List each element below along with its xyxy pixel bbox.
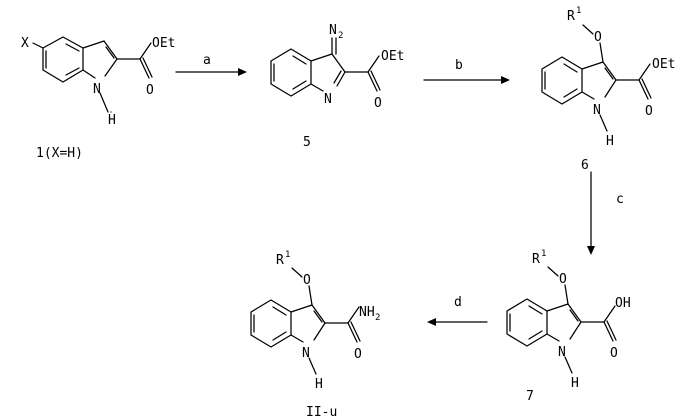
- compound-1-x-atom: X: [21, 36, 29, 51]
- arrow-c: [587, 172, 595, 255]
- compound-1-h-atom: H: [108, 113, 116, 128]
- compound-II-u-structure: N H O R 1 NH 2 O: [251, 250, 380, 392]
- compound-5-n-atom: N: [324, 92, 332, 107]
- compound-II-u-label: II-u: [306, 405, 337, 420]
- compound-6-label: 6: [581, 158, 589, 173]
- compound-6-carbonyl-o: O: [645, 104, 653, 119]
- compound-6-ester-oet: OEt: [652, 57, 675, 72]
- compound-7-ether-o: O: [559, 272, 567, 287]
- compound-7-label: 7: [526, 389, 534, 404]
- compound-5-carbonyl-o: O: [374, 96, 382, 111]
- compound-7-r-group: R: [532, 252, 540, 267]
- compound-7-structure: N H O R 1 OH O: [507, 249, 631, 391]
- compound-7-r-superscript: 1: [541, 249, 546, 259]
- compound-6-r-group: R: [567, 9, 575, 24]
- compound-6-structure: N H O R 1 OEt O: [542, 6, 675, 149]
- compound-1-ester-oet: OEt: [152, 36, 175, 51]
- reagent-d-label: d: [454, 295, 462, 310]
- compound-7-carbonyl-o: O: [610, 346, 618, 361]
- compound-5-diazo-subscript: 2: [338, 31, 343, 41]
- compound-7-n-atom: N: [558, 345, 566, 360]
- compound-1-structure: X N H OEt O: [21, 36, 175, 128]
- compound-II-u-ether-o: O: [303, 273, 311, 288]
- compound-1-label: 1(X=H): [36, 146, 83, 161]
- compound-5-ester-oet: OEt: [381, 49, 404, 64]
- compound-1-n-atom: N: [93, 82, 101, 97]
- arrow-b: [424, 76, 510, 84]
- compound-II-u-h-atom: H: [315, 377, 323, 392]
- reagent-c-label: c: [616, 192, 624, 207]
- compound-II-u-r-group: R: [276, 253, 284, 268]
- compound-II-u-carbonyl-o: O: [354, 347, 362, 362]
- compound-II-u-r-superscript: 1: [285, 250, 290, 260]
- compound-6-ether-o: O: [594, 30, 602, 45]
- compound-5-diazo-n: N: [329, 23, 337, 38]
- reagent-a-label: a: [203, 53, 211, 68]
- compound-II-u-amide-nh: NH: [359, 305, 375, 320]
- compound-6-r-superscript: 1: [576, 6, 581, 16]
- compound-6-n-atom: N: [593, 103, 601, 118]
- compound-6-h-atom: H: [606, 134, 614, 149]
- compound-II-u-n-atom: N: [302, 346, 310, 361]
- compound-II-u-amide-subscript: 2: [375, 313, 380, 323]
- reagent-b-label: b: [455, 58, 463, 73]
- compound-5-label: 5: [303, 135, 311, 150]
- compound-7-h-atom: H: [571, 376, 579, 391]
- compound-1-carbonyl-o: O: [146, 83, 154, 98]
- arrow-a: [176, 68, 247, 76]
- compound-5-structure: N N 2 OEt O: [271, 23, 404, 111]
- compound-7-acid-oh: OH: [615, 296, 631, 311]
- arrow-d: [427, 318, 487, 326]
